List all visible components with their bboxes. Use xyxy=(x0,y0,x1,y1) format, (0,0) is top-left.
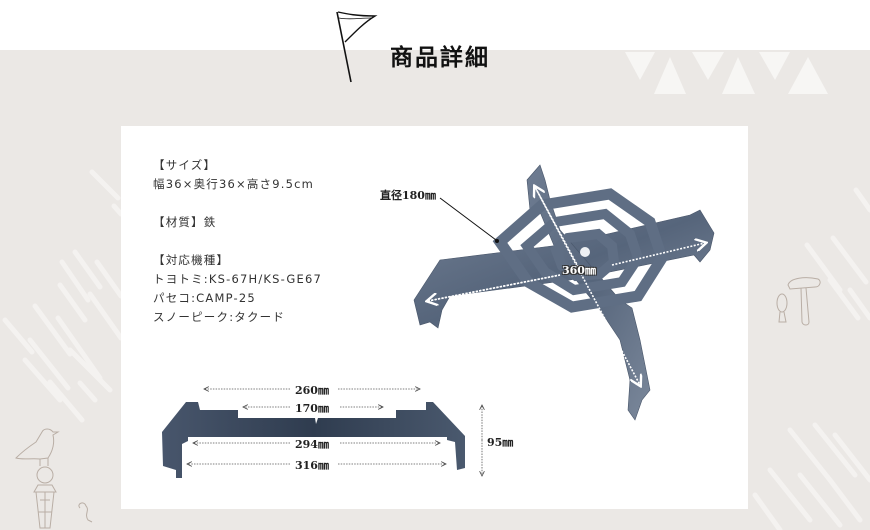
diameter-label: 直径180㎜ xyxy=(380,189,436,202)
compat-item: スノーピーク:タクード xyxy=(153,310,286,324)
size-value: 幅36×奥行36×高さ9.5cm xyxy=(153,177,315,191)
dim-label-170: 170㎜ xyxy=(295,402,329,415)
section-heading: 商品詳細 xyxy=(335,4,535,84)
trivet-3d-view xyxy=(413,164,715,421)
brush-strokes-left-icon xyxy=(2,169,124,423)
compat-item: パセコ:CAMP-25 xyxy=(153,291,256,305)
compat-item: トヨトミ:KS-67H/KS-GE67 xyxy=(153,272,323,286)
header-band xyxy=(0,0,870,50)
size-label: 【サイズ】 xyxy=(153,158,217,172)
dim-label-294: 294㎜ xyxy=(295,438,329,451)
page-title: 商品詳細 xyxy=(390,45,490,71)
bird-lantern-illustration-icon xyxy=(15,428,93,529)
mushroom-illustration-icon xyxy=(776,277,821,326)
dim-label-316: 316㎜ xyxy=(295,459,329,472)
compat-label: 【対応機種】 xyxy=(153,253,230,267)
flag-icon xyxy=(336,11,378,83)
dim-label-260: 260㎜ xyxy=(295,384,329,397)
span-label: 360㎜ xyxy=(562,264,596,277)
spec-list: 【サイズ】 幅36×奥行36×高さ9.5cm 【材質】鉄 【対応機種】 トヨトミ… xyxy=(153,156,322,327)
height-label: 95㎜ xyxy=(487,436,514,449)
trivet-side-view xyxy=(162,389,482,478)
material-label: 【材質】鉄 xyxy=(153,215,217,229)
brush-strokes-right-icon xyxy=(752,187,870,530)
triangle-pattern-icon xyxy=(625,52,828,94)
